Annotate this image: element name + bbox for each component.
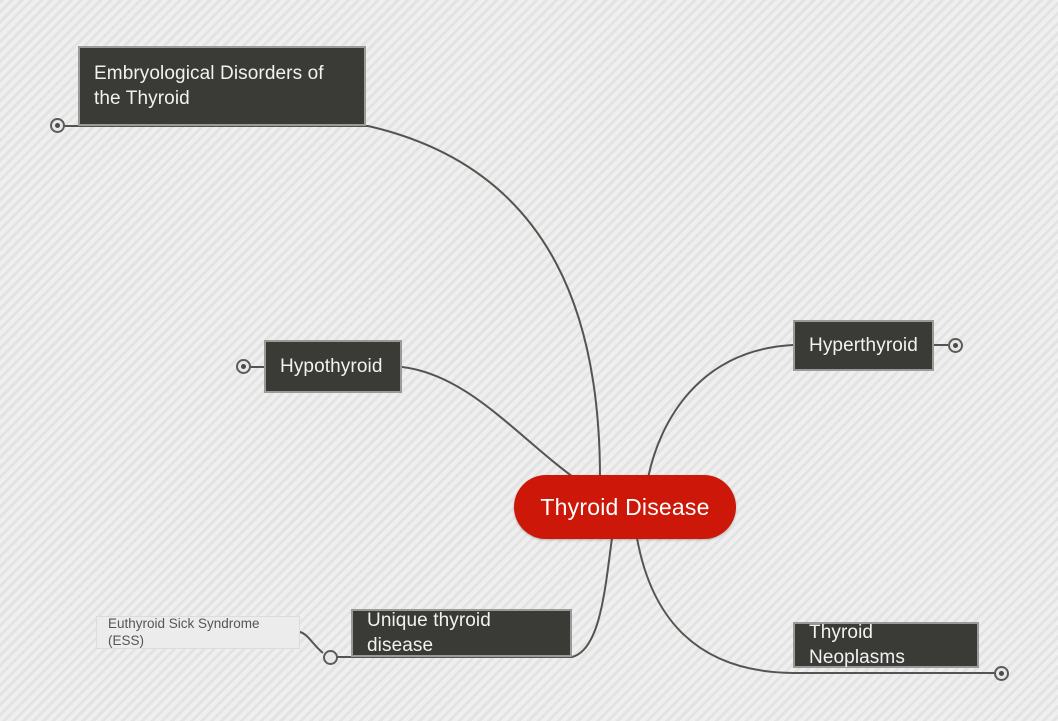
node-label: Euthyroid Sick Syndrome (ESS) bbox=[108, 616, 264, 648]
toggle-hyperthyroid[interactable] bbox=[948, 338, 963, 353]
node-hypothyroid[interactable]: Hypothyroid bbox=[264, 340, 402, 393]
node-label: Embryological Disorders of the Thyroid bbox=[94, 62, 330, 109]
node-embryological-disorders[interactable]: Embryological Disorders of the Thyroid bbox=[78, 46, 366, 126]
toggle-unique-thyroid-disease[interactable] bbox=[323, 650, 338, 665]
toggle-embryological-disorders[interactable] bbox=[50, 118, 65, 133]
node-thyroid-neoplasms[interactable]: Thyroid Neoplasms bbox=[793, 622, 979, 668]
node-label: Unique thyroid disease bbox=[367, 609, 497, 656]
node-label: Thyroid Neoplasms bbox=[809, 621, 905, 668]
node-label: Thyroid Disease bbox=[540, 494, 710, 520]
edge-root-embryological bbox=[64, 125, 601, 479]
node-label: Hyperthyroid bbox=[809, 334, 918, 356]
node-unique-thyroid-disease[interactable]: Unique thyroid disease bbox=[351, 609, 572, 657]
node-euthyroid-sick-syndrome[interactable]: Euthyroid Sick Syndrome (ESS) bbox=[96, 616, 300, 649]
toggle-thyroid-neoplasms[interactable] bbox=[994, 666, 1009, 681]
node-hyperthyroid[interactable]: Hyperthyroid bbox=[793, 320, 934, 371]
node-root-thyroid-disease[interactable]: Thyroid Disease bbox=[514, 475, 736, 539]
node-label: Hypothyroid bbox=[280, 355, 383, 377]
toggle-hypothyroid[interactable] bbox=[236, 359, 251, 374]
